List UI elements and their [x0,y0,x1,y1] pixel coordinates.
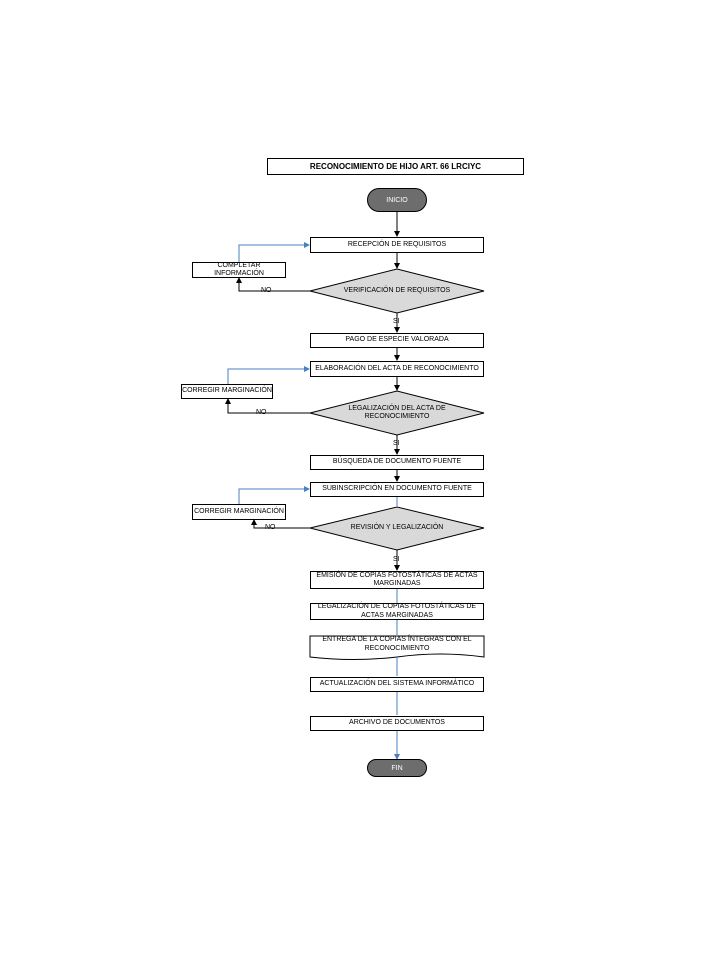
step-corregir-1: CORREGIR MARGINACIÓN [181,384,273,399]
step-subinscripcion: SUBINSCRIPCIÓN EN DOCUMENTO FUENTE [310,482,484,497]
decision-verificacion-shape [309,268,485,314]
decision-verificacion-label: VERIFICACIÓN DE REQUISITOS [343,286,451,294]
step-legalizacion-copias: LEGALIZACIÓN DE COPIAS FOTOSTÁTICAS DE A… [310,603,484,620]
diagram-title: RECONOCIMIENTO DE HIJO ART. 66 LRCIYC [267,158,524,175]
branch-label-no-3: NO [265,524,276,531]
branch-label-no-2: NO [256,409,267,416]
decision-legalizacion-acta-label: LEGALIZACIÓN DEL ACTA DE RECONOCIMIENTO [348,404,446,420]
step-emision: EMISIÓN DE COPIAS FOTOSTÁTICAS DE ACTAS … [310,571,484,589]
step-busqueda: BÚSQUEDA DE DOCUMENTO FUENTE [310,455,484,470]
decision-revision-shape [309,506,485,551]
branch-label-si-1: SI [393,318,400,325]
branch-label-si-3: SI [393,556,400,563]
start-terminal: INICIO [367,188,427,212]
step-entrega: ENTREGA DE LA COPIAS ÍNTEGRAS CON EL REC… [322,636,472,652]
step-corregir-2: CORREGIR MARGINACIÓN [192,504,286,520]
decision-legalizacion-acta-shape [309,390,485,436]
step-elaboracion: ELABORACIÓN DEL ACTA DE RECONOCIMIENTO [310,361,484,377]
step-actualizacion: ACTUALIZACIÓN DEL SISTEMA INFORMÁTICO [310,677,484,692]
entrega-document-shape [309,635,485,660]
branch-label-no-1: NO [261,287,272,294]
step-recepcion: RECEPCIÓN DE REQUISITOS [310,237,484,253]
decision-revision-label: REVISIÓN Y LEGALIZACIÓN [350,523,444,531]
step-completar: COMPLETAR INFORMACIÓN [192,262,286,278]
step-pago: PAGO DE ESPECIE VALORADA [310,333,484,348]
branch-label-si-2: SI [393,440,400,447]
step-archivo: ARCHIVO DE DOCUMENTOS [310,716,484,731]
end-terminal: FIN [367,759,427,777]
